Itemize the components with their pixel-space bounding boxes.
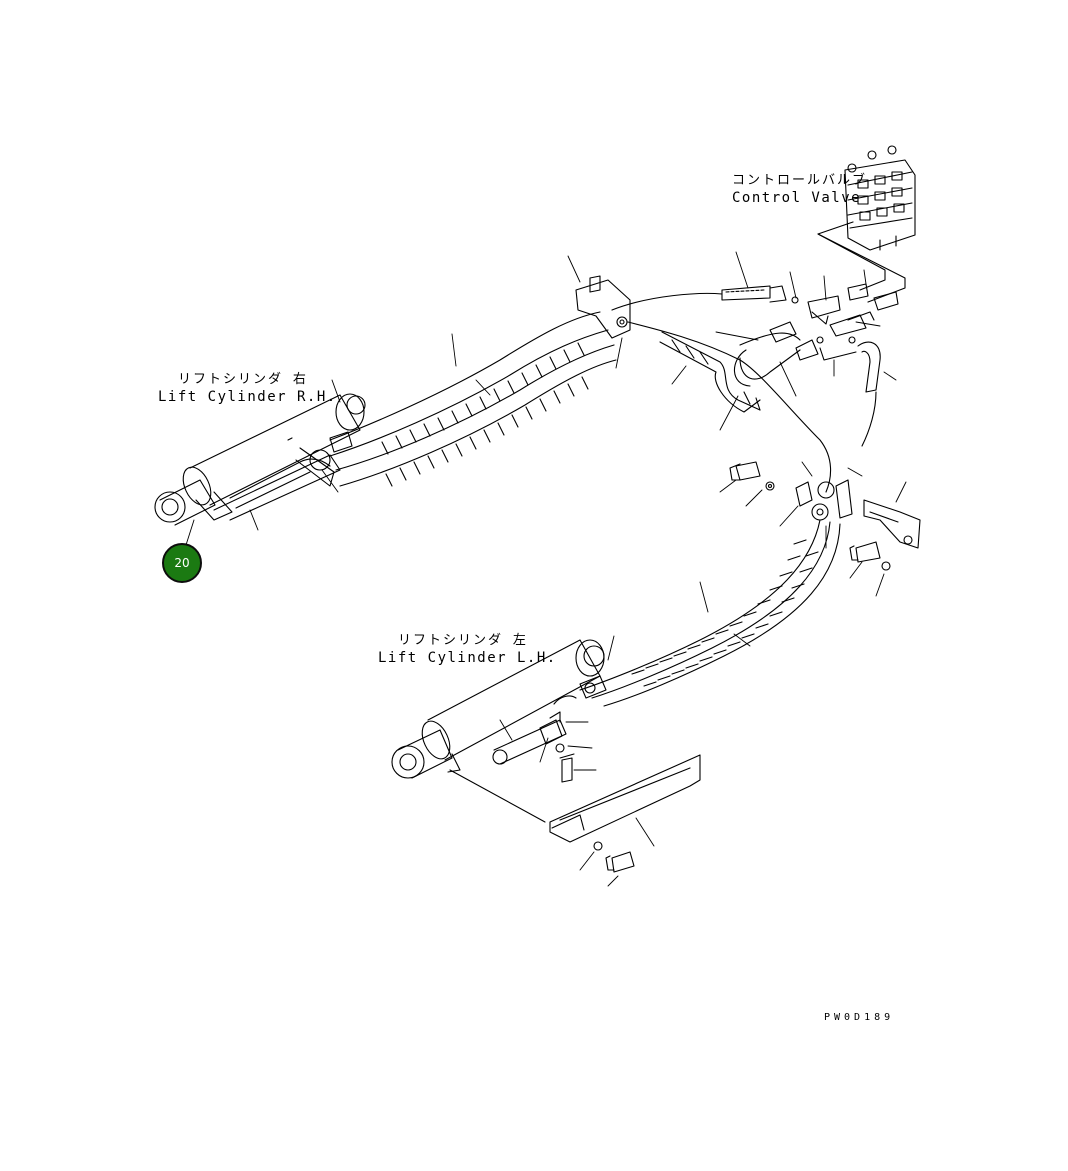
rh-long-hoses xyxy=(329,311,617,487)
lift-cylinder-rh-label-en: Lift Cylinder R.H. xyxy=(158,389,337,405)
valve-fittings xyxy=(721,283,899,393)
control-valve-label-en: Control Valve xyxy=(732,190,862,206)
upper-hose-assembly xyxy=(611,292,877,493)
lift-cylinder-lh-label-en: Lift Cylinder L.H. xyxy=(378,650,557,666)
lift-cylinder-lh xyxy=(391,639,607,779)
lift-cylinder-rh-label-jp: リフトシリンダ 右 xyxy=(178,372,308,387)
rh-upper-bracket xyxy=(575,275,631,339)
drawing-code: PW0D189 xyxy=(824,1012,895,1023)
leader-lines xyxy=(185,251,907,887)
lh-plate-leader xyxy=(449,769,546,823)
lh-long-hoses xyxy=(579,519,841,707)
control-valve xyxy=(844,145,916,251)
callout-marker[interactable]: 20 xyxy=(162,543,202,583)
lh-guard-plate xyxy=(549,754,701,873)
center-joint xyxy=(729,461,891,571)
valve-leader-bracket xyxy=(817,221,886,291)
right-mount-plate xyxy=(863,499,921,549)
lift-cylinder-lh-label-jp: リフトシリンダ 左 xyxy=(398,633,528,648)
control-valve-label-jp: コントロールバルブ xyxy=(732,173,868,188)
lift-cylinder-rh xyxy=(154,393,366,526)
lh-hardware xyxy=(549,711,575,783)
